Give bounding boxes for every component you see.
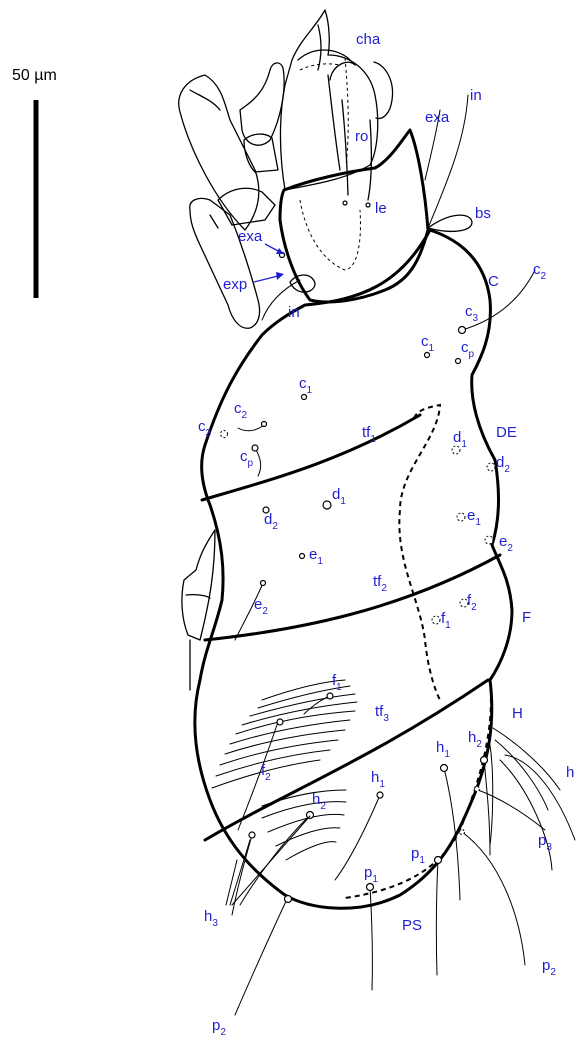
label-bs: bs bbox=[475, 205, 491, 222]
prodorsum bbox=[280, 95, 472, 302]
label-F: F bbox=[522, 609, 531, 626]
legs bbox=[179, 63, 284, 690]
label-p2-left: p2 bbox=[212, 1017, 226, 1038]
label-in-left: in bbox=[288, 304, 300, 321]
label-h1-right: h1 bbox=[436, 739, 450, 760]
label-d1-left: d1 bbox=[332, 486, 346, 507]
scale-bar: 50 µm bbox=[12, 67, 57, 298]
label-PS: PS bbox=[402, 917, 422, 934]
label-f1-right: f1 bbox=[441, 610, 451, 631]
labels: cha in exa ro le bs exa exp in C c2 c3 c… bbox=[198, 31, 574, 1038]
label-p1-right: p1 bbox=[411, 845, 425, 866]
label-in-top: in bbox=[470, 87, 482, 104]
label-c3-right: c3 bbox=[465, 303, 479, 324]
label-cp-right: cp bbox=[461, 339, 475, 360]
label-DE: DE bbox=[496, 424, 517, 441]
label-h2-right: h2 bbox=[468, 729, 482, 750]
label-p2-right: p2 bbox=[542, 957, 556, 978]
pointer-arrows bbox=[254, 244, 284, 282]
label-p1-center: p1 bbox=[364, 864, 378, 885]
label-exa-left: exa bbox=[238, 228, 263, 245]
label-exp: exp bbox=[223, 276, 247, 293]
label-e1-left: e1 bbox=[309, 546, 323, 567]
label-h1-center: h1 bbox=[371, 769, 385, 790]
label-ro: ro bbox=[355, 128, 368, 145]
label-c1-left: c1 bbox=[299, 375, 313, 396]
label-tf2: tf2 bbox=[373, 573, 387, 594]
label-f2-left: f2 bbox=[261, 762, 271, 783]
label-c2-left: c2 bbox=[234, 400, 248, 421]
label-c2-right: c2 bbox=[533, 261, 547, 282]
label-p3-right: p3 bbox=[538, 832, 552, 853]
label-c1-right: c1 bbox=[421, 333, 435, 354]
setae bbox=[221, 62, 576, 1015]
label-e1-right: e1 bbox=[467, 507, 481, 528]
label-c3-left: c3 bbox=[198, 418, 212, 439]
scale-bar-label: 50 µm bbox=[12, 67, 57, 84]
label-h3-left: h3 bbox=[204, 908, 218, 929]
label-h2-left: h2 bbox=[312, 791, 326, 812]
label-d2-left: d2 bbox=[264, 511, 278, 532]
label-C: C bbox=[488, 273, 499, 290]
label-e2-left: e2 bbox=[254, 596, 268, 617]
label-cha: cha bbox=[356, 31, 381, 48]
label-exa-top: exa bbox=[425, 109, 450, 126]
label-le: le bbox=[375, 200, 387, 217]
label-e2-right: e2 bbox=[499, 533, 513, 554]
label-tf3: tf3 bbox=[375, 703, 389, 724]
label-f1-left: f1 bbox=[332, 672, 342, 693]
label-f2-right: f2 bbox=[467, 592, 477, 613]
label-H: H bbox=[512, 705, 523, 722]
label-h-right: h bbox=[566, 764, 574, 781]
label-cp-left: cp bbox=[240, 448, 254, 469]
